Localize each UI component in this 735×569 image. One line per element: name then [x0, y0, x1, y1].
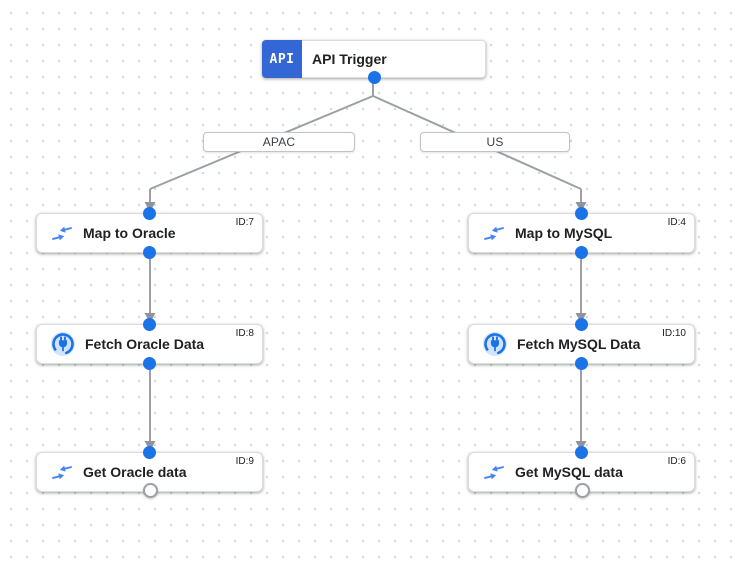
data-mapping-icon — [50, 463, 74, 482]
task-label: Get MySQL data — [515, 464, 623, 480]
task-label: Fetch Oracle Data — [85, 336, 205, 352]
output-port-empty[interactable] — [574, 483, 590, 498]
task-id-badge: ID:8 — [235, 328, 254, 339]
output-port[interactable] — [575, 357, 588, 370]
trigger-label: API Trigger — [312, 51, 387, 67]
task-label: Map to Oracle — [83, 225, 176, 241]
input-port[interactable] — [575, 446, 588, 459]
task-id-badge: ID:10 — [662, 328, 686, 339]
task-node-get-mysql-data[interactable]: Get MySQL data ID:6 — [468, 446, 695, 498]
output-port[interactable] — [575, 246, 588, 259]
data-mapping-icon — [50, 224, 74, 243]
edge-label-us[interactable]: US — [420, 132, 570, 152]
output-port[interactable] — [143, 246, 156, 259]
data-mapping-icon — [482, 224, 506, 243]
connector-icon — [50, 331, 76, 357]
task-node-map-to-oracle[interactable]: Map to Oracle ID:7 — [36, 207, 263, 259]
task-id-badge: ID:9 — [235, 456, 254, 467]
edge-label-apac[interactable]: APAC — [203, 132, 355, 152]
api-trigger-icon: API — [262, 40, 302, 78]
input-port[interactable] — [575, 318, 588, 331]
task-node-fetch-oracle-data[interactable]: Fetch Oracle Data ID:8 — [36, 318, 263, 370]
input-port[interactable] — [143, 318, 156, 331]
task-node-map-to-mysql[interactable]: Map to MySQL ID:4 — [468, 207, 695, 259]
task-label: Get Oracle data — [83, 464, 187, 480]
task-id-badge: ID:6 — [667, 456, 686, 467]
input-port[interactable] — [143, 446, 156, 459]
task-label: Fetch MySQL Data — [517, 336, 641, 352]
task-node-fetch-mysql-data[interactable]: Fetch MySQL Data ID:10 — [468, 318, 695, 370]
task-id-badge: ID:7 — [235, 217, 254, 228]
connector-icon — [482, 331, 508, 357]
output-port-empty[interactable] — [142, 483, 158, 498]
input-port[interactable] — [575, 207, 588, 220]
data-mapping-icon — [482, 463, 506, 482]
task-id-badge: ID:4 — [667, 217, 686, 228]
input-port[interactable] — [143, 207, 156, 220]
task-label: Map to MySQL — [515, 225, 613, 241]
task-node-get-oracle-data[interactable]: Get Oracle data ID:9 — [36, 446, 263, 498]
output-port[interactable] — [367, 71, 381, 84]
trigger-node-api[interactable]: API API Trigger — [262, 40, 486, 84]
output-port[interactable] — [143, 357, 156, 370]
